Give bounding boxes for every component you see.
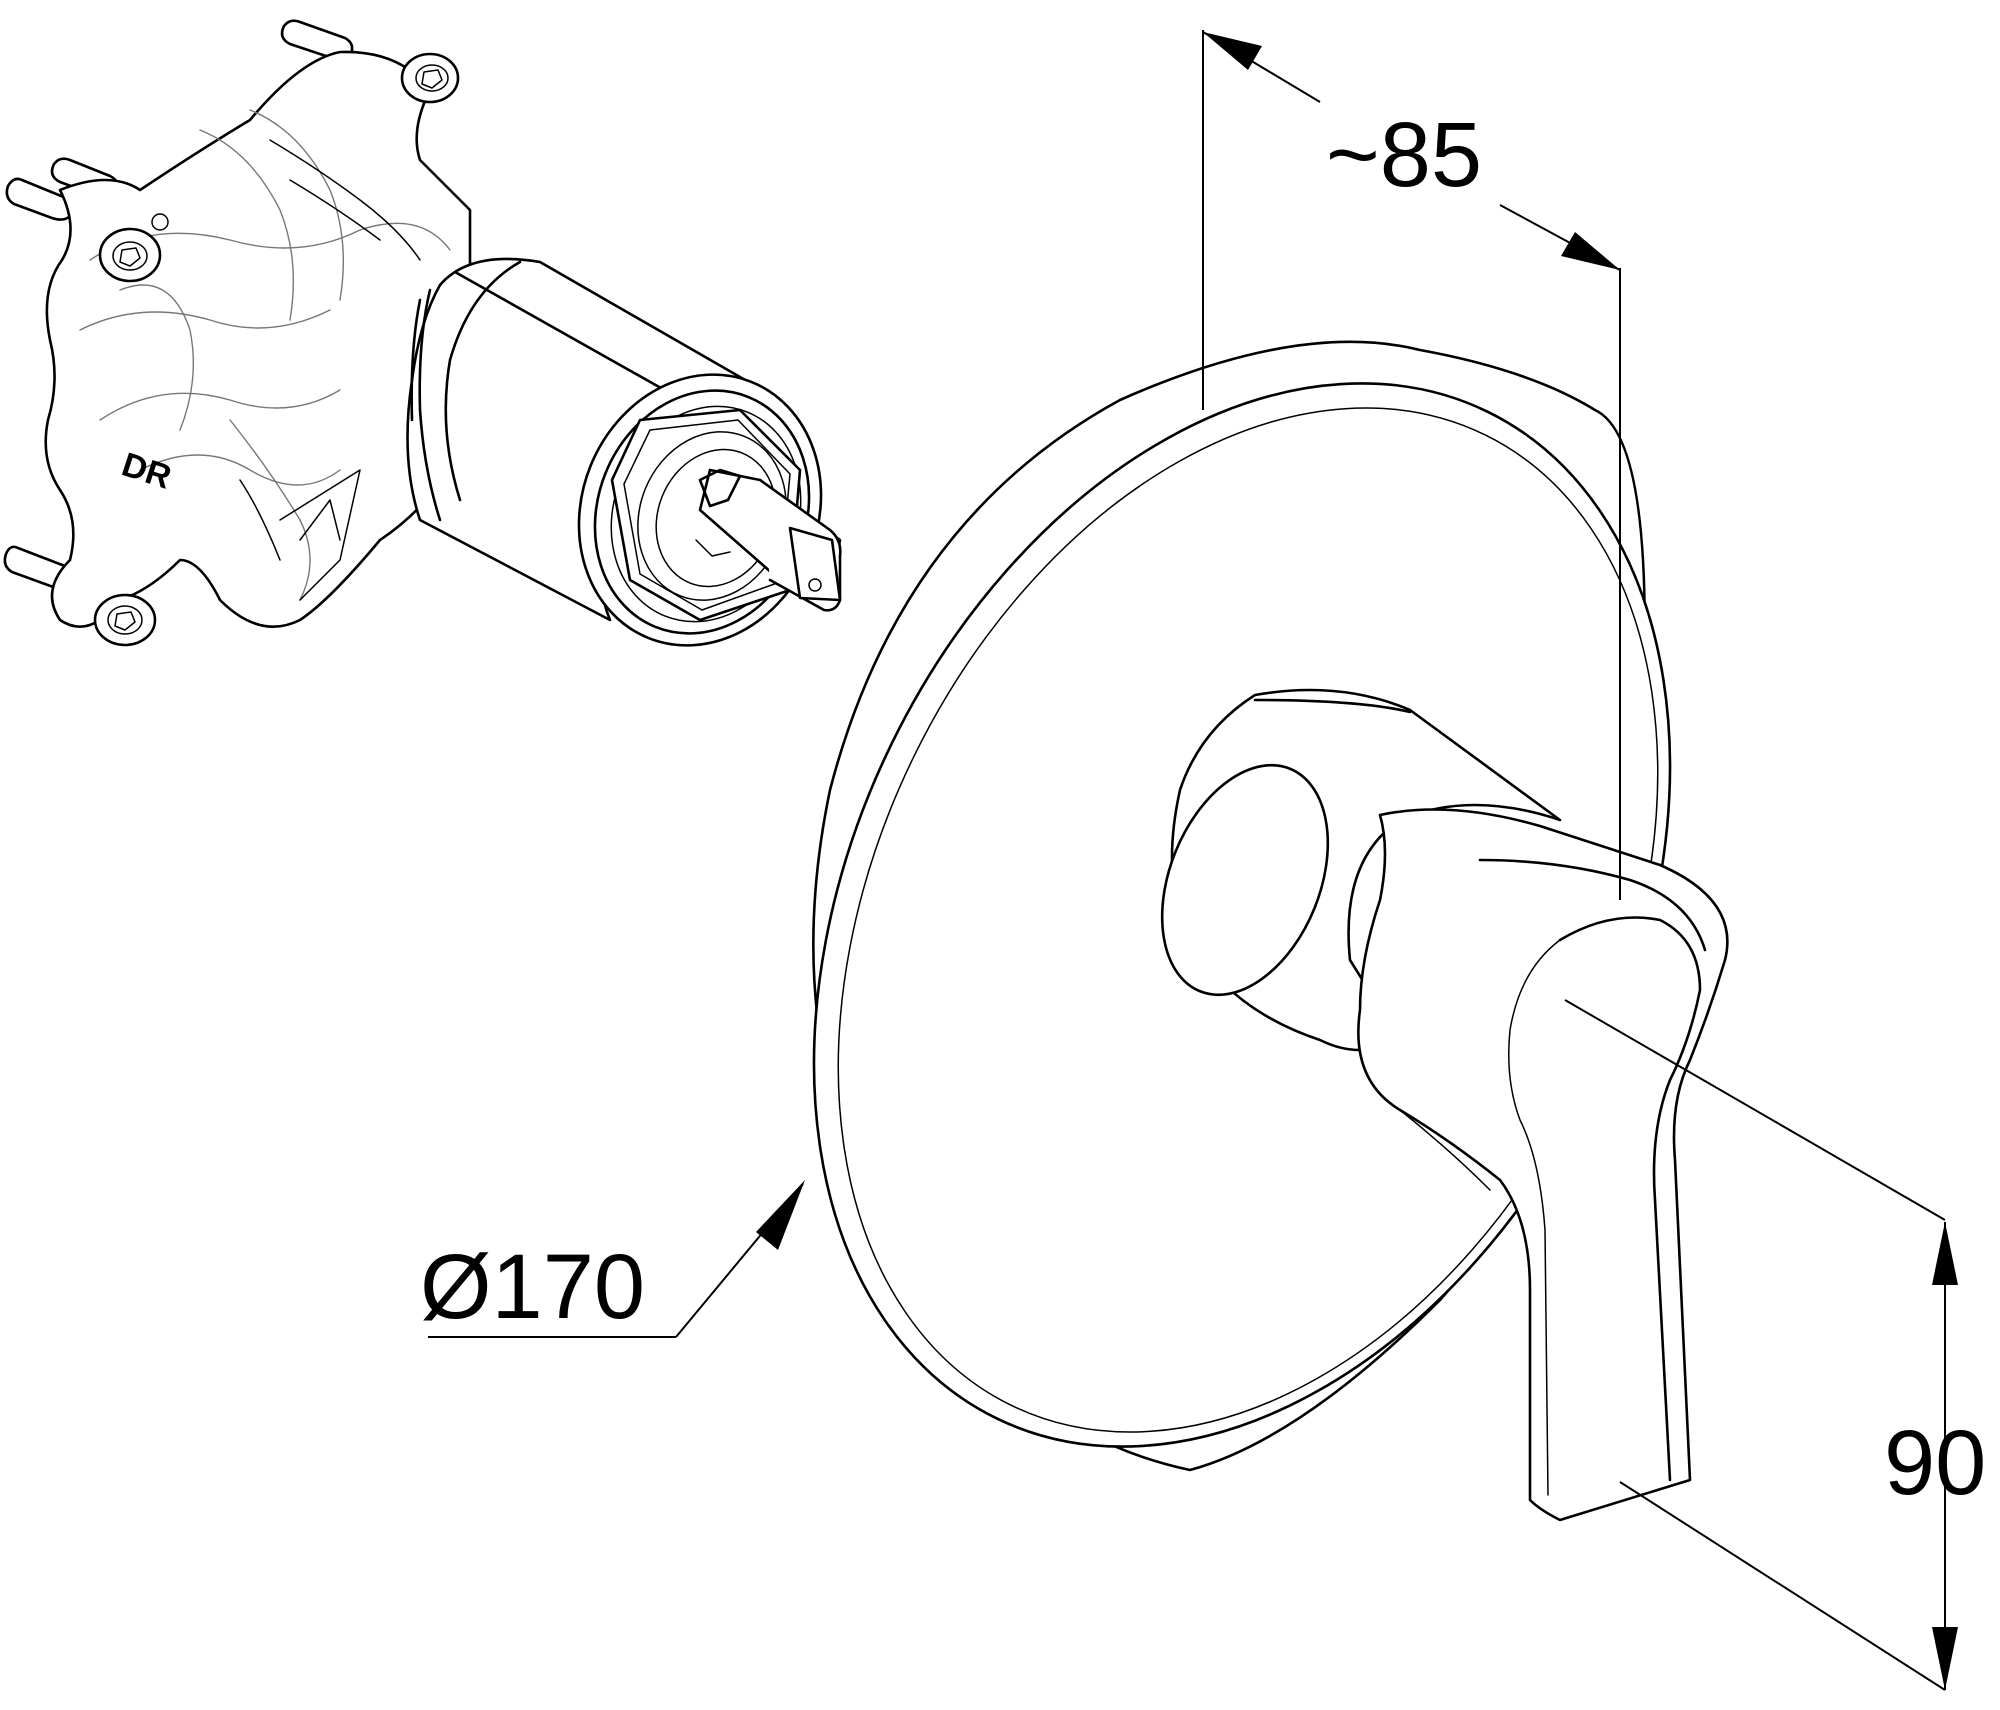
mounting-bolt-left — [98, 213, 169, 283]
rough-in-valve-body: DR — [3, 19, 842, 647]
depth-dimension: ~85 — [1202, 30, 1621, 900]
diameter-dimension: Ø170 — [420, 1180, 805, 1338]
height-label: 90 — [1884, 1412, 1986, 1514]
trim-assembly — [812, 340, 1729, 1522]
height-dimension: 90 — [1564, 999, 1986, 1691]
mounting-bolt-bottom — [93, 593, 157, 647]
handle-base — [1160, 688, 1562, 1052]
cartridge-spindle — [695, 468, 842, 612]
depth-label: ~85 — [1326, 104, 1482, 206]
lever-handle[interactable] — [1357, 808, 1729, 1522]
casting-outline — [44, 50, 472, 628]
diameter-label: Ø170 — [420, 1236, 645, 1338]
mounting-bolt-top — [400, 52, 460, 104]
